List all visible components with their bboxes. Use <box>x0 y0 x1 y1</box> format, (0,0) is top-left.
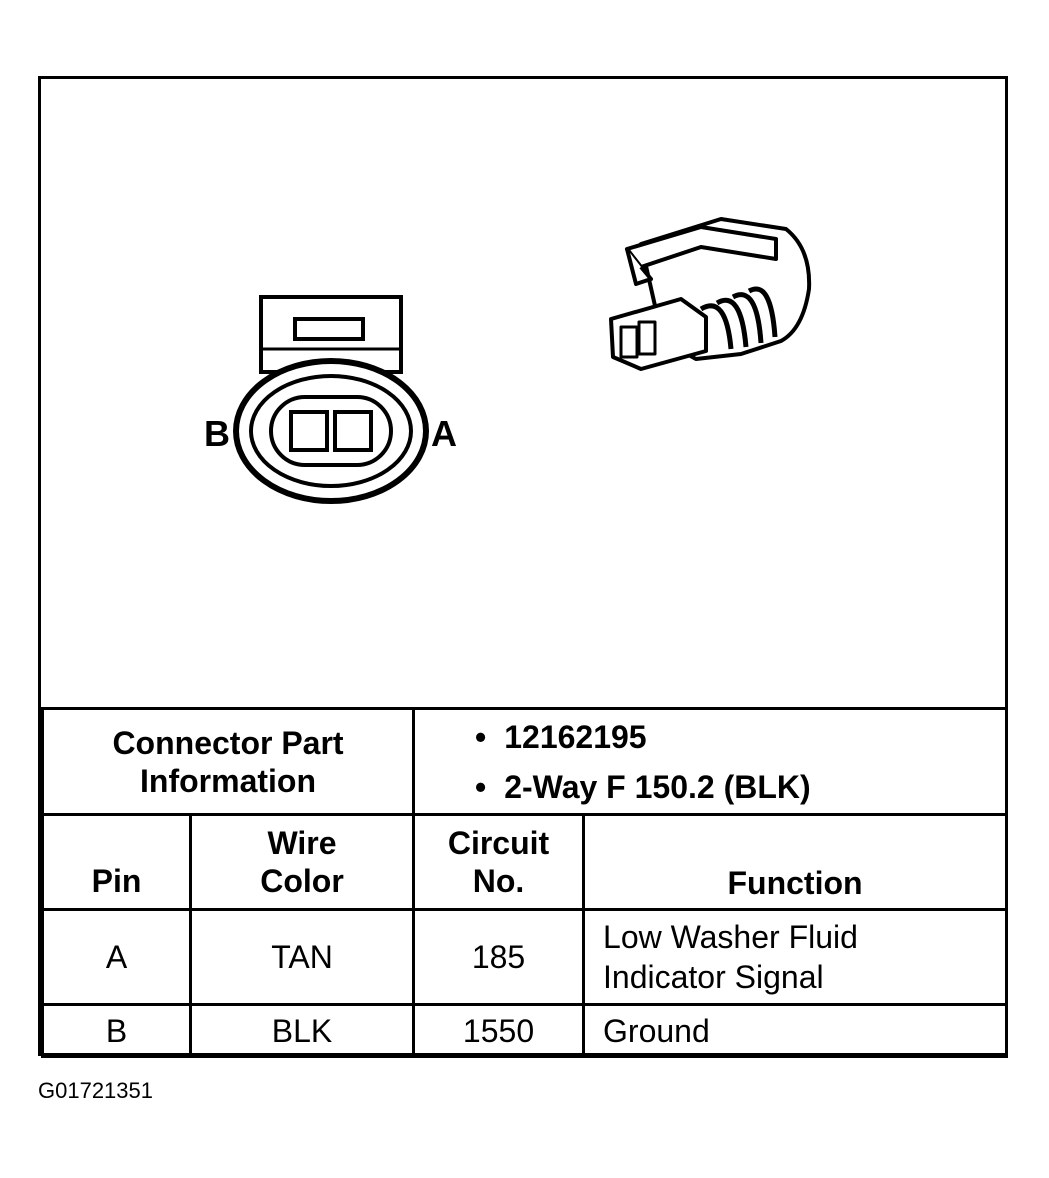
connector-part-label-line2: Information <box>140 762 316 799</box>
column-header-pin-label: Pin <box>91 863 142 899</box>
column-header-circuit: Circuit No. <box>412 813 586 911</box>
column-header-wire-color: Wire Color <box>188 813 416 911</box>
figure-id: G01721351 <box>38 1078 153 1103</box>
terminal-cavity-a <box>333 410 373 452</box>
connector-latch-arm <box>625 248 653 286</box>
connector-ribs <box>699 286 778 350</box>
row-a-function-line1: Low Washer Fluid <box>603 919 858 955</box>
connector-terminal-2 <box>637 320 657 356</box>
column-header-wire-line2: Color <box>260 863 344 899</box>
row-b-circuit: 1550 <box>412 1003 586 1058</box>
pin-label-b: B <box>204 413 230 454</box>
row-a-function-line2: Indicator Signal <box>603 959 824 995</box>
diagram-frame: B A Connector Part Information 12162195 … <box>38 76 1009 1058</box>
connector-front-view <box>233 295 429 504</box>
connector-terminal-1 <box>619 325 639 359</box>
row-b-pin: B <box>41 1003 192 1058</box>
row-a-function: Low Washer Fluid Indicator Signal <box>582 908 1009 1006</box>
connector-illustration: B A <box>204 217 812 504</box>
table-row: A TAN 185 Low Washer Fluid Indicator Sig… <box>41 908 1009 1006</box>
column-header-row: Pin Wire Color Circuit No. Function <box>41 813 1009 911</box>
column-header-circuit-line2: No. <box>472 863 525 899</box>
connector-isometric-view <box>609 217 812 371</box>
connector-type: 2-Way F 150.2 (BLK) <box>475 762 1005 812</box>
connector-part-row: Connector Part Information 12162195 2-Wa… <box>40 707 1009 816</box>
connector-part-values: 12162195 2-Way F 150.2 (BLK) <box>412 707 1009 816</box>
row-b-function: Ground <box>582 1003 1009 1058</box>
connector-latch-slot <box>293 317 365 341</box>
table-row: B BLK 1550 Ground <box>41 1003 1009 1058</box>
row-a-circuit: 185 <box>412 908 586 1006</box>
column-header-function-label: Function <box>727 865 863 901</box>
connector-part-label: Connector Part Information <box>40 707 416 816</box>
row-a-pin: A <box>41 908 192 1006</box>
pin-label-a: A <box>431 413 457 454</box>
column-header-function: Function <box>582 813 1009 911</box>
terminal-cavity-b <box>289 410 329 452</box>
connector-info-table: Connector Part Information 12162195 2-Wa… <box>40 707 1009 1058</box>
column-header-pin: Pin <box>41 813 192 911</box>
connector-part-label-line1: Connector Part <box>112 724 344 761</box>
part-number: 12162195 <box>475 712 1005 762</box>
row-b-wire-color: BLK <box>188 1003 416 1058</box>
row-a-wire-color: TAN <box>188 908 416 1006</box>
column-header-circuit-line1: Circuit <box>447 825 550 861</box>
column-header-wire-line1: Wire <box>267 825 337 861</box>
